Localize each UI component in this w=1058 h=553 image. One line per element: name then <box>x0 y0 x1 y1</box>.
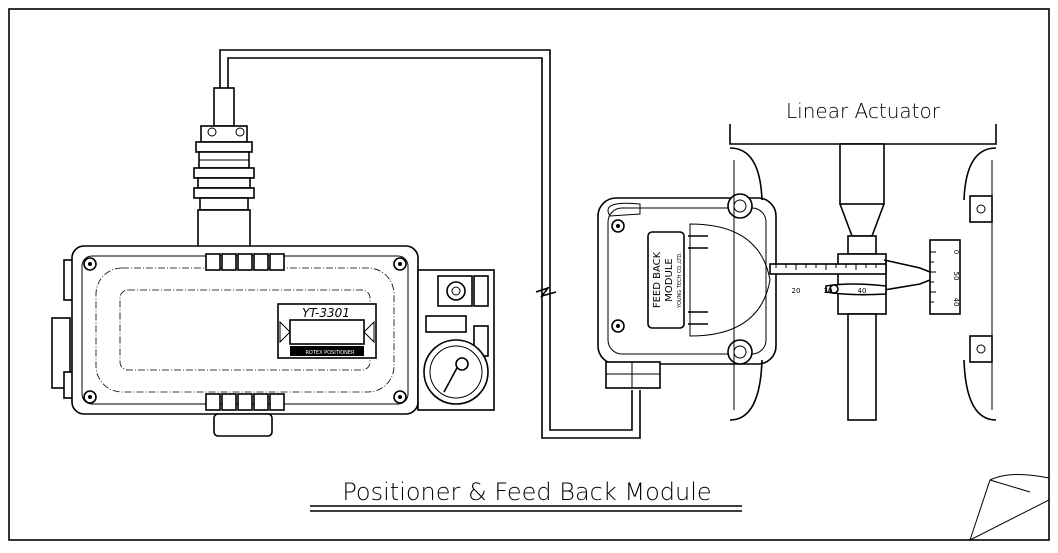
signal-cable <box>219 49 641 439</box>
linear-actuator <box>729 124 997 421</box>
feedback-label-line2: MODULE <box>664 258 675 301</box>
scale-tick-40: 40 <box>858 287 867 295</box>
scale-tick-20: 20 <box>792 287 801 295</box>
pressure-gauge-icon <box>423 339 489 405</box>
title-underline <box>310 505 742 512</box>
page-curl <box>969 474 1050 541</box>
indicator-tick-40: 40 <box>952 298 960 307</box>
actuator-label: Linear Actuator <box>786 99 941 123</box>
feedback-brand: YOUNG TECH CO.,LTD. <box>677 252 683 309</box>
feedback-module <box>597 193 777 389</box>
positioner-brand-text: ROTEX POSITIONER <box>305 350 355 356</box>
model-text: YT-3301 <box>302 306 350 320</box>
drawing-frame <box>8 8 1050 541</box>
indicator-tick-0: 0 <box>952 250 960 254</box>
cable-connector <box>193 87 255 255</box>
feedback-label-line1: FEED BACK <box>652 251 663 308</box>
indicator-tick-50: 50 <box>952 272 960 281</box>
scale-tick-30: 30 <box>824 287 833 295</box>
positioner-body <box>51 245 495 437</box>
diagram-title: Positioner & Feed Back Module <box>342 478 711 506</box>
model-nameplate <box>277 303 377 359</box>
